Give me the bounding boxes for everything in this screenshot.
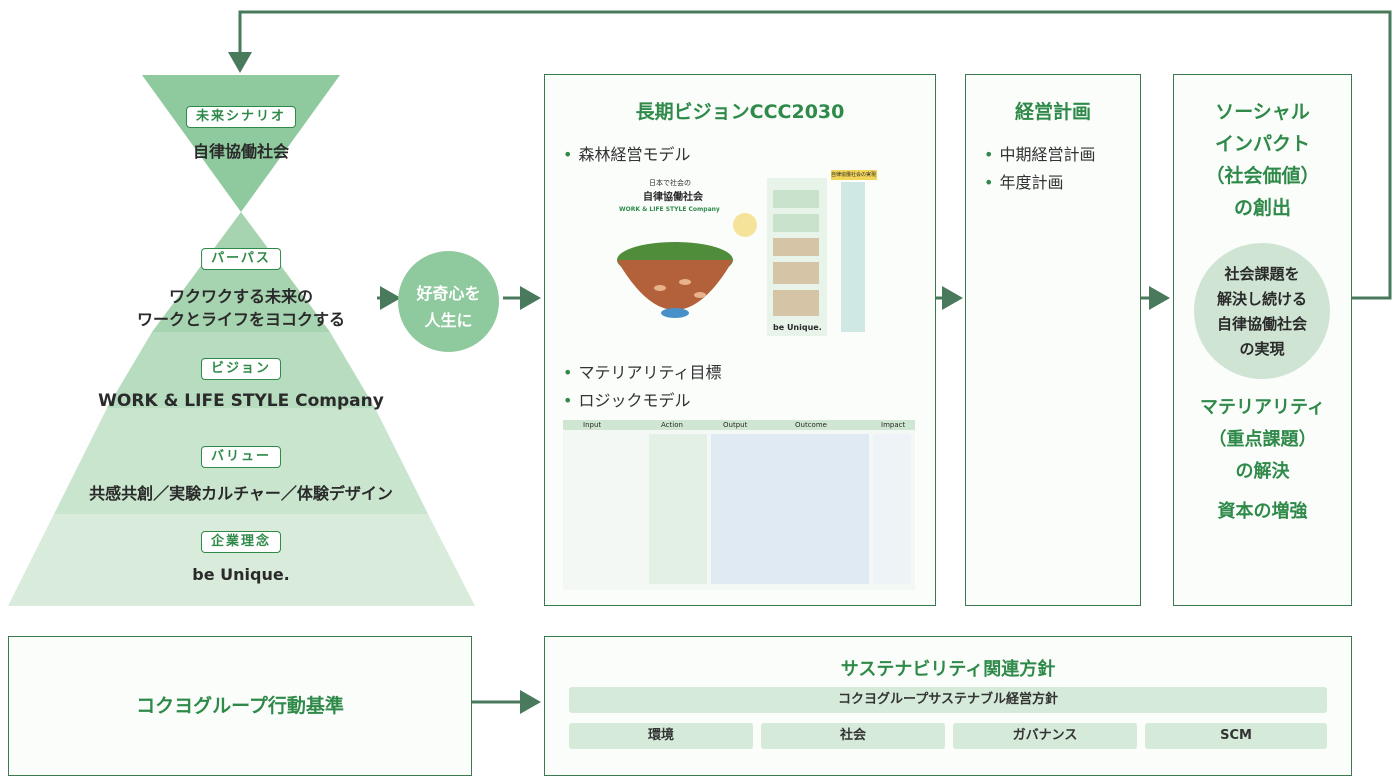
forest-model-figure: 日本で社会の 自律協働社会 WORK & LIFE STYLE Company …: [605, 170, 895, 350]
vision-tag: ビジョン: [200, 358, 282, 380]
logic-header-bar: [563, 420, 915, 430]
thumb-brand: WORK & LIFE STYLE Company: [619, 206, 720, 213]
sustain-item-society: 社会: [761, 723, 945, 749]
impact-circle-line1: 社会課題を: [1224, 265, 1300, 283]
sustain-item-environment: 環境: [569, 723, 753, 749]
vision-text: WORK & LIFE STYLE Company: [98, 391, 384, 411]
thumb-society: 自律協働社会: [643, 192, 703, 203]
logic-header-output: Output: [723, 421, 748, 429]
logic-header-input: Input: [583, 421, 602, 429]
thumb-ladder-top: 自律協働社会の実現: [831, 172, 877, 178]
feedback-loop-arrow: [228, 10, 1392, 300]
vision-panel-title: 長期ビジョンCCC2030: [635, 101, 845, 123]
conduct-label: コクヨグループ行動基準: [136, 695, 344, 717]
pyramid-band-philosophy: [8, 514, 475, 606]
plan-bullet-annual: 年度計画: [984, 169, 1063, 193]
logic-col-outcome: [711, 434, 869, 584]
impact-panel: ソーシャル インパクト （社会価値） の創出 社会課題を 解決し続ける 自律協働…: [1173, 74, 1352, 606]
future-scenario-tag: 未来シナリオ: [185, 106, 297, 128]
curiosity-circle: 好奇心を 人生に: [398, 251, 499, 352]
plan-bullet-midterm: 中期経営計画: [984, 141, 1095, 165]
materiality-line2: （重点課題）: [1208, 429, 1317, 450]
logic-header-action: Action: [661, 421, 683, 429]
philosophy-tag: 企業理念: [200, 531, 282, 553]
impact-title-4: の創出: [1233, 197, 1291, 219]
purpose-tag: パーパス: [201, 248, 281, 270]
vision-bullet-forest: 森林経営モデル: [563, 141, 690, 165]
logic-col-impact: [873, 434, 911, 584]
vision-bullet-logic: ロジックモデル: [563, 387, 690, 411]
value-tag: バリュー: [200, 446, 282, 468]
impact-circle: 社会課題を 解決し続ける 自律協働社会 の実現: [1194, 243, 1330, 379]
plan-panel-title: 経営計画: [1014, 101, 1091, 123]
impact-circle-line2: 解決し続ける: [1216, 290, 1307, 308]
logic-header-impact: Impact: [881, 421, 906, 429]
materiality-line1: マテリアリティ: [1200, 397, 1325, 418]
materiality-line3: の解決: [1235, 461, 1290, 482]
sustain-item-governance: ガバナンス: [953, 723, 1137, 749]
impact-title-1: ソーシャル: [1215, 101, 1310, 123]
impact-circle-line3: 自律協働社会: [1216, 315, 1307, 333]
curiosity-line1: 好奇心を: [416, 284, 481, 303]
forest-model-illustration: [617, 170, 877, 336]
value-text: 共感共創／実験カルチャー／体験デザイン: [89, 484, 393, 503]
vision-panel: 長期ビジョンCCC2030 森林経営モデル 日本で社会の 自律協働社会 WORK…: [544, 74, 936, 606]
capital-strengthening: 資本の増強: [1217, 501, 1308, 522]
pyramid-band-purpose: [152, 212, 330, 332]
purpose-line2: ワークとライフをヨコクする: [136, 310, 346, 329]
impact-title-3: （社会価値）: [1205, 165, 1320, 187]
logic-header-outcome: Outcome: [795, 421, 827, 429]
impact-circle-line4: の実現: [1239, 340, 1285, 358]
thumb-company: 日本で社会の: [649, 179, 691, 187]
sustain-panel: サステナビリティ関連方針 コクヨグループサステナブル経営方針 環境 社会 ガバナ…: [544, 636, 1352, 776]
logic-model-figure: Input Action Output Outcome Impact: [563, 420, 915, 590]
plan-panel: 経営計画 中期経営計画 年度計画: [965, 74, 1141, 606]
philosophy-text: be Unique.: [192, 565, 290, 584]
curiosity-line2: 人生に: [424, 311, 473, 330]
conduct-panel: コクヨグループ行動基準: [8, 636, 472, 776]
future-scenario-text: 自律協働社会: [192, 142, 290, 161]
sustain-title: サステナビリティ関連方針: [840, 659, 1056, 680]
impact-title-2: インパクト: [1214, 133, 1310, 155]
sustain-policy-bar: コクヨグループサステナブル経営方針: [569, 687, 1327, 713]
vision-bullet-materiality: マテリアリティ目標: [563, 359, 721, 383]
sustain-item-scm: SCM: [1145, 723, 1327, 749]
purpose-line1: ワクワクする未来の: [168, 287, 314, 306]
thumb-footer: be Unique.: [773, 323, 822, 332]
logic-col-action: [649, 434, 707, 584]
